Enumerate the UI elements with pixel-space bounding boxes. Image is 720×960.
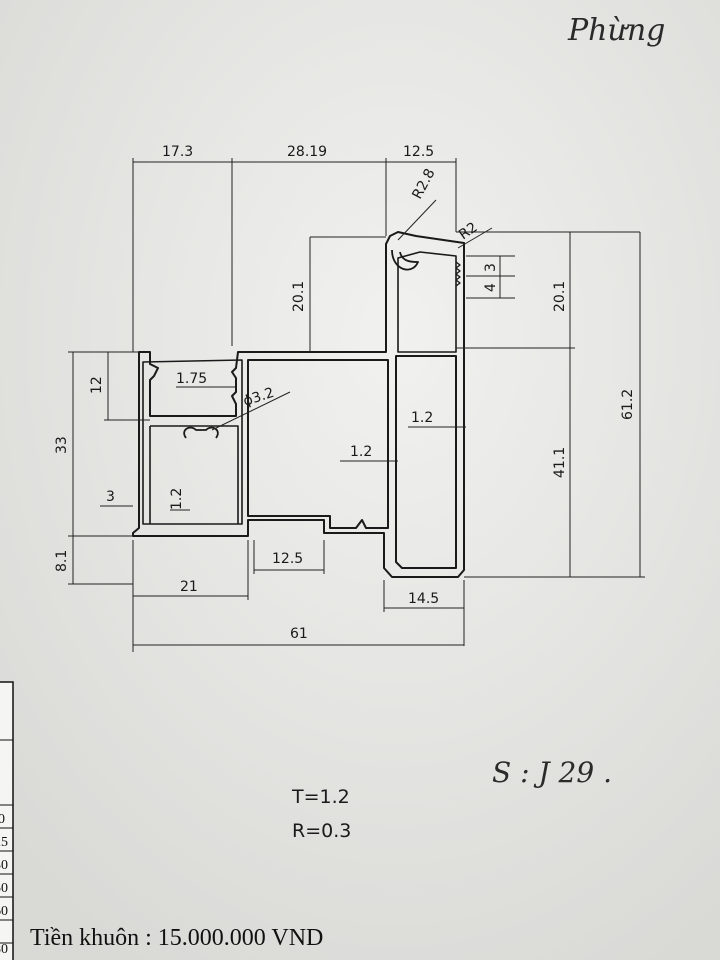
dimension-lines xyxy=(68,158,645,652)
dim-3-small: 3 xyxy=(106,489,115,505)
dim-14-5: 14.5 xyxy=(408,591,439,607)
dim-33: 33 xyxy=(54,436,70,454)
dim-12-5-top: 12.5 xyxy=(403,144,434,160)
table-cell: 25 xyxy=(0,835,8,850)
table-cell: 60 xyxy=(0,904,8,919)
dim-41-1: 41.1 xyxy=(552,447,568,478)
profile-outline xyxy=(132,231,465,578)
dim-1-2-left: 1.2 xyxy=(169,488,185,510)
dim-20-1-right: 20.1 xyxy=(552,281,568,312)
dim-12-5-bottom: 12.5 xyxy=(272,551,303,567)
table-cell: 0 xyxy=(0,812,5,827)
dim-12: 12 xyxy=(89,376,105,394)
table-cell: 50 xyxy=(0,881,8,896)
table-fragment: 0 25 30 50 60 80 xyxy=(0,681,14,960)
handwritten-s-label: S : J 29 . xyxy=(492,756,612,789)
dim-21: 21 xyxy=(180,579,198,595)
dim-17-3: 17.3 xyxy=(162,144,193,160)
dim-3: 3 xyxy=(483,263,499,272)
dim-1-75: 1.75 xyxy=(176,371,207,387)
dim-1-2-right: 1.2 xyxy=(411,410,433,426)
dim-28-19: 28.19 xyxy=(287,144,327,160)
note-radius: R=0.3 xyxy=(292,820,351,842)
dim-20-1-left: 20.1 xyxy=(291,281,307,312)
mold-cost: Tiền khuôn : 15.000.000 VND xyxy=(30,925,323,951)
table-cell: 30 xyxy=(0,858,8,873)
dim-61-total: 61 xyxy=(290,626,308,642)
dim-61-2: 61.2 xyxy=(620,389,636,420)
dim-8-1: 8.1 xyxy=(54,550,70,572)
table-cell: 80 xyxy=(0,942,8,957)
dim-4: 4 xyxy=(483,283,499,292)
handwritten-name: Phừng xyxy=(567,13,665,48)
note-thickness: T=1.2 xyxy=(291,786,350,808)
dim-1-2-center: 1.2 xyxy=(350,444,372,460)
